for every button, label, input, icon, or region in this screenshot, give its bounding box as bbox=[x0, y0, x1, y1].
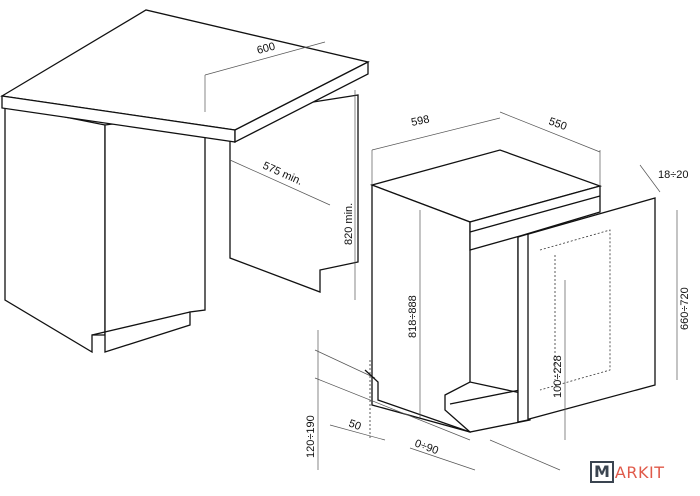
dim-plinth-depth: 50 bbox=[347, 418, 363, 433]
left-cabinet bbox=[4, 104, 206, 354]
dim-appliance-depth: 550 bbox=[547, 116, 568, 134]
dim-counter-width: 600 bbox=[256, 41, 277, 57]
dim-panel-height: 660÷720 bbox=[679, 287, 691, 330]
dim-plinth-height: 120÷190 bbox=[305, 415, 317, 458]
logo-text: ARKIT bbox=[614, 462, 665, 482]
dimension-lines bbox=[204, 41, 678, 471]
dim-door-gap: 0÷90 bbox=[413, 438, 440, 458]
niche-wall bbox=[229, 94, 359, 293]
logo-boxed-letter: M bbox=[590, 461, 614, 483]
dim-appliance-width: 598 bbox=[410, 113, 430, 129]
plinth-lines bbox=[314, 349, 561, 471]
dim-niche-height: 820 min. bbox=[343, 203, 355, 245]
dim-panel-thickness: 18÷20 bbox=[658, 169, 689, 181]
dim-appliance-height: 818÷888 bbox=[407, 295, 419, 338]
dim-panel-offset: 100÷228 bbox=[552, 355, 564, 398]
markit-logo: M ARKIT bbox=[590, 461, 664, 483]
door-panel bbox=[517, 197, 656, 423]
countertop bbox=[0, 9, 370, 144]
